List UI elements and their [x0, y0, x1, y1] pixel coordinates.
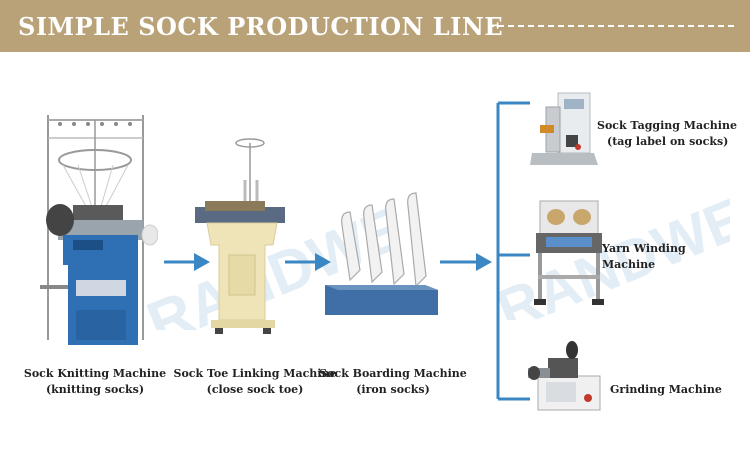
machine-label-toe-linking: Sock Toe Linking Machine (close sock toe… [170, 366, 340, 398]
machine-label-boarding: Sock Boarding Machine (iron socks) [318, 366, 468, 398]
sock-boarding-machine-image [325, 192, 438, 315]
header-banner: SIMPLE SOCK PRODUCTION LINE [0, 0, 750, 52]
branch-machine-label-winding: Yarn Winding Machine [602, 241, 742, 273]
machine-name: Yarn Winding Machine [602, 242, 686, 271]
decorative-dashed-line [488, 25, 734, 27]
sock-tagging-machine-image [530, 92, 598, 165]
page-title: SIMPLE SOCK PRODUCTION LINE [18, 12, 504, 41]
machine-name: Grinding Machine [610, 383, 722, 396]
machine-desc: (knitting socks) [45, 383, 145, 396]
sock-knitting-machine-image [40, 115, 158, 345]
machine-desc: (tag label on socks) [607, 135, 729, 148]
machine-desc: (iron socks) [356, 383, 430, 396]
sock-toe-linking-machine-image [195, 138, 285, 334]
machine-label-knitting: Sock Knitting Machine (knitting socks) [20, 366, 170, 398]
yarn-winding-machine-image [534, 200, 604, 305]
machine-name: Sock Tagging Machine [597, 119, 737, 132]
machine-name: Sock Toe Linking Machine [173, 367, 337, 380]
machine-desc: (close sock toe) [206, 383, 304, 396]
watermark-right: RANDWE [488, 185, 730, 320]
branch-machine-label-grinding: Grinding Machine [610, 382, 740, 398]
branch-connector [496, 101, 530, 401]
machine-name: Sock Knitting Machine [23, 367, 167, 380]
grinding-machine-image [528, 341, 601, 411]
arrow-1 [164, 253, 210, 271]
branch-machine-label-tagging: Sock Tagging Machine (tag label on socks… [597, 118, 747, 150]
arrow-3 [440, 253, 492, 271]
machine-name: Sock Boarding Machine [319, 367, 467, 380]
arrow-2 [285, 253, 331, 271]
